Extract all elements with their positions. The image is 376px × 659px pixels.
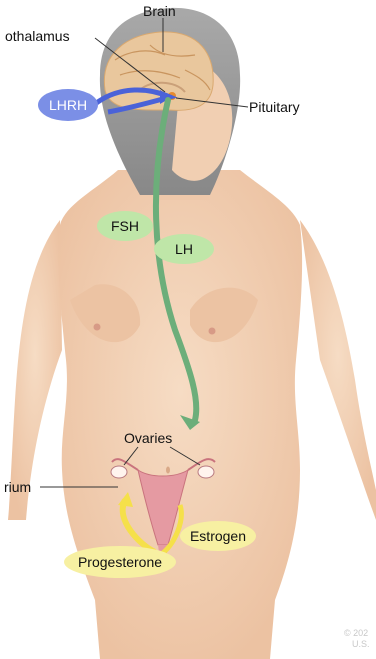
progesterone-text: Progesterone — [78, 554, 162, 570]
lhrh-text: LHRH — [49, 97, 87, 113]
estrogen-text: Estrogen — [190, 528, 246, 544]
ovaries-label: Ovaries — [124, 430, 172, 446]
lh-text: LH — [175, 241, 193, 257]
copyright-line2: U.S. — [352, 639, 370, 649]
hypothalamus-label: othalamus — [5, 28, 70, 44]
fsh-text: FSH — [111, 218, 139, 234]
brain-label: Brain — [143, 3, 176, 19]
copyright-line1: © 202 — [344, 628, 368, 638]
pituitary-label: Pituitary — [249, 99, 300, 115]
endometrium-label: rium — [4, 479, 31, 495]
